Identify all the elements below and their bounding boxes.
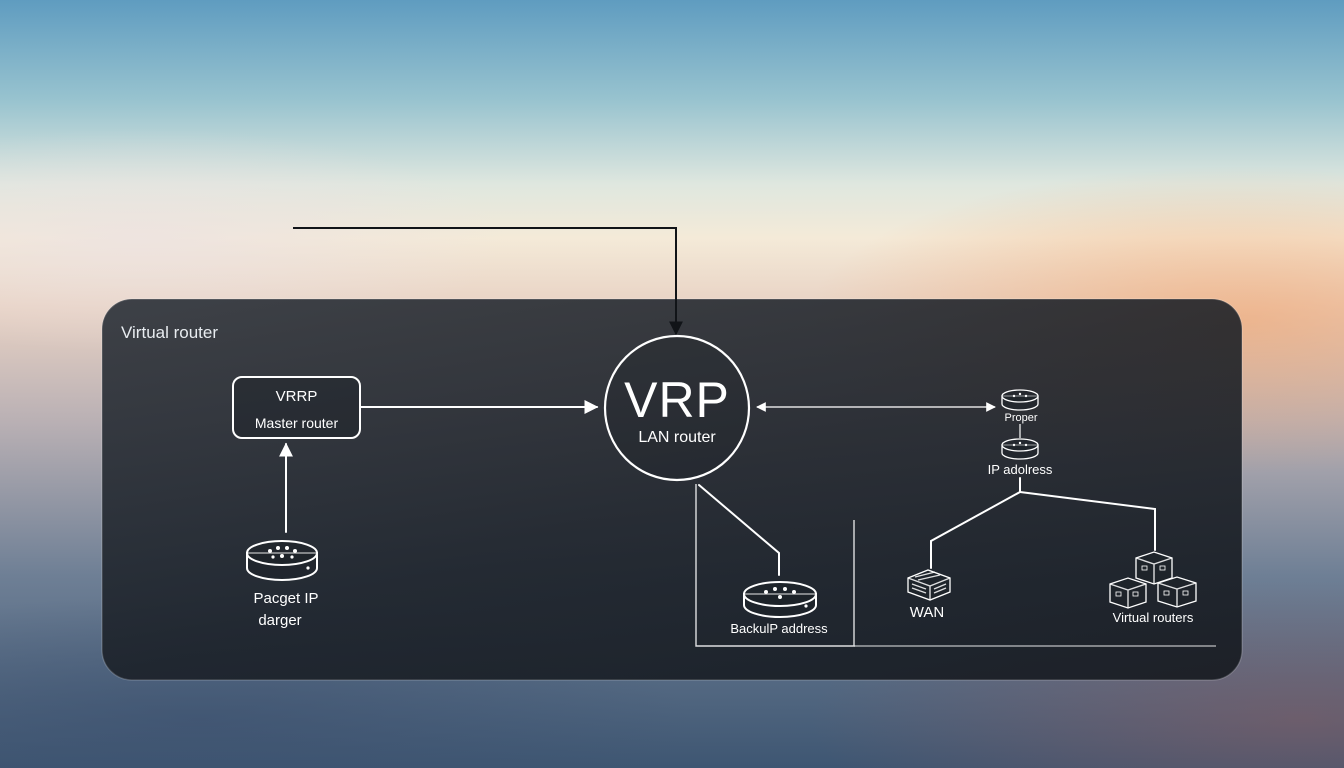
ip-to-virtual-routers-line xyxy=(1019,491,1156,551)
vrp-to-backup-line xyxy=(698,484,780,576)
proper-router-icon xyxy=(1001,389,1039,411)
backup-address-label: BackulP address xyxy=(730,621,828,636)
packet-ip-label-line1: Pacget IP xyxy=(253,590,318,607)
virtual-router-panel xyxy=(101,298,1243,681)
router-cluster-icon xyxy=(1109,551,1197,609)
wan-label: WAN xyxy=(910,604,944,621)
ip-router-icon xyxy=(1001,438,1039,460)
ip-to-wan-line xyxy=(930,477,1021,569)
vrp-subtitle: LAN router xyxy=(638,429,716,446)
master-router-title: VRRP xyxy=(276,388,318,405)
ip-address-label: IP adolress xyxy=(988,462,1053,477)
panel-title: Virtual router xyxy=(121,323,218,342)
virtual-routers-label: Virtual routers xyxy=(1113,610,1194,625)
switch-icon xyxy=(907,569,951,601)
master-router-node[interactable]: VRRP Master router xyxy=(232,376,361,439)
backup-router-icon xyxy=(743,581,817,618)
top-connector-line xyxy=(293,227,683,336)
proper-label: Proper xyxy=(1004,412,1037,424)
packet-ip-label-line2: darger xyxy=(258,612,301,629)
backup-section-bracket xyxy=(695,484,855,647)
vrp-title: VRP xyxy=(624,372,730,428)
master-router-subtitle: Master router xyxy=(255,415,339,431)
vrp-lan-router-node[interactable]: VRP LAN router xyxy=(603,334,751,482)
router-puck-icon xyxy=(246,540,318,581)
